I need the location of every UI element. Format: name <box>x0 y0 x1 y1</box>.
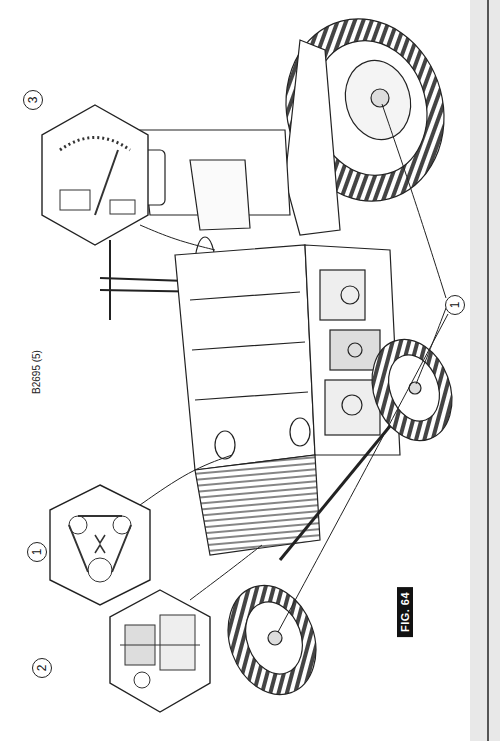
leader-line <box>278 314 448 632</box>
node-text: 3 <box>26 97 40 104</box>
node-text: FIG. 64 <box>399 592 411 632</box>
leader-line <box>140 455 232 505</box>
callout-number: 1 <box>27 542 47 562</box>
node-text: 1 <box>448 302 462 309</box>
node-text: 1 <box>30 549 44 556</box>
callout-number: 2 <box>32 658 52 678</box>
callout-number: 3 <box>23 90 43 110</box>
drawing-code: B2695 (5) <box>31 350 42 394</box>
leader-line <box>382 104 446 298</box>
detail-insets <box>42 105 210 712</box>
leader-line <box>140 225 215 250</box>
figure-number: FIG. 64 <box>397 587 413 637</box>
node-text: 2 <box>35 665 49 672</box>
leader-lines <box>140 104 448 632</box>
inset-details <box>60 138 200 689</box>
leader-line <box>190 545 262 600</box>
callout-number: 1 <box>445 295 465 315</box>
scan-shadow <box>470 0 500 741</box>
page-edge <box>487 0 489 741</box>
